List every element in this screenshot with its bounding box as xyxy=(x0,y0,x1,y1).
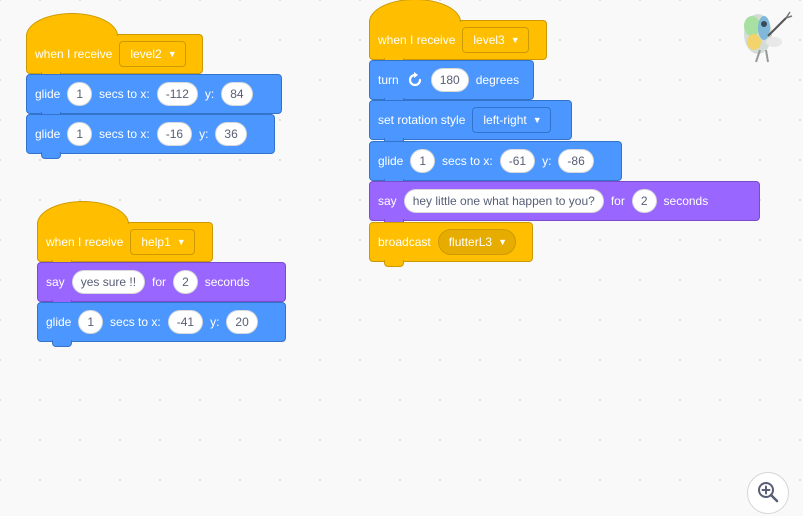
block-label: broadcast xyxy=(378,235,431,249)
when-i-receive-level3-block[interactable]: when I receive level3 ▼ xyxy=(369,0,547,65)
x-input[interactable]: -16 xyxy=(156,122,193,146)
degrees-input[interactable]: 180 xyxy=(430,68,469,92)
block-label: seconds xyxy=(663,194,709,208)
glide-block[interactable]: glide 1 secs to x: -16 y: 36 xyxy=(26,114,275,159)
when-i-receive-level2-block[interactable]: when I receive level2 ▼ xyxy=(26,13,203,79)
y-input[interactable]: -86 xyxy=(558,149,594,173)
set-rotation-style-block[interactable]: set rotation style left-right ▼ xyxy=(369,100,572,145)
glide-block[interactable]: glide 1 secs to x: -61 y: -86 xyxy=(369,141,622,186)
broadcast-block[interactable]: broadcast flutterL3 ▼ xyxy=(369,222,533,267)
message-dropdown[interactable]: help1 ▼ xyxy=(130,229,195,255)
chevron-down-icon: ▼ xyxy=(498,237,507,247)
say-for-secs-block[interactable]: say hey little one what happen to you? f… xyxy=(369,181,760,226)
block-label: say xyxy=(378,194,397,208)
x-input[interactable]: -41 xyxy=(167,310,204,334)
block-label: secs to x: xyxy=(99,127,150,141)
chevron-down-icon: ▼ xyxy=(167,49,177,59)
y-input[interactable]: 84 xyxy=(221,82,253,106)
block-label: for xyxy=(152,275,167,289)
hat-cap xyxy=(37,201,129,224)
message-input[interactable]: yes sure !! xyxy=(71,270,146,294)
hat-cap xyxy=(26,13,118,36)
block-notch xyxy=(41,152,61,159)
block-label: secs to x: xyxy=(442,154,493,168)
block-label: when I receive xyxy=(46,235,124,249)
glide-block[interactable]: glide 1 secs to x: -41 y: 20 xyxy=(37,302,286,347)
rotate-right-icon xyxy=(406,71,424,89)
dropdown-value: level2 xyxy=(130,47,162,61)
block-label: say xyxy=(46,275,65,289)
block-label: y: xyxy=(199,127,209,141)
block-label: secs to x: xyxy=(99,87,150,101)
block-label: degrees xyxy=(475,73,520,87)
chevron-down-icon: ▼ xyxy=(532,115,542,125)
block-label: y: xyxy=(542,154,552,168)
block-label: y: xyxy=(210,315,220,329)
block-label: when I receive xyxy=(378,33,456,47)
message-dropdown[interactable]: level2 ▼ xyxy=(119,41,186,67)
block-label: glide xyxy=(35,87,61,101)
when-i-receive-help1-block[interactable]: when I receive help1 ▼ xyxy=(37,201,213,267)
message-dropdown[interactable]: level3 ▼ xyxy=(462,27,529,53)
chevron-down-icon: ▼ xyxy=(176,237,186,247)
dropdown-value: left-right xyxy=(483,113,527,127)
chevron-down-icon: ▼ xyxy=(510,35,520,45)
secs-input[interactable]: 1 xyxy=(78,310,104,334)
block-label: glide xyxy=(378,154,404,168)
y-input[interactable]: 36 xyxy=(215,122,247,146)
say-for-secs-block[interactable]: say yes sure !! for 2 seconds xyxy=(37,262,286,307)
block-notch xyxy=(52,340,72,347)
block-label: set rotation style xyxy=(378,113,466,127)
block-label: secs to x: xyxy=(110,315,161,329)
block-notch xyxy=(384,260,404,267)
x-input[interactable]: -61 xyxy=(499,149,536,173)
block-label: glide xyxy=(46,315,72,329)
y-input[interactable]: 20 xyxy=(226,310,258,334)
zoom-in-icon xyxy=(756,480,780,507)
block-label: glide xyxy=(35,127,61,141)
secs-input[interactable]: 1 xyxy=(410,149,436,173)
broadcast-message-dropdown[interactable]: flutterL3 ▼ xyxy=(437,229,516,255)
dropdown-value: level3 xyxy=(473,33,505,47)
block-label: turn xyxy=(378,73,399,87)
secs-input[interactable]: 1 xyxy=(67,82,93,106)
butterfly-sprite-icon xyxy=(734,6,794,66)
zoom-in-button[interactable] xyxy=(747,472,789,514)
dropdown-value: help1 xyxy=(141,235,171,249)
secs-input[interactable]: 2 xyxy=(631,189,657,213)
glide-block[interactable]: glide 1 secs to x: -112 y: 84 xyxy=(26,74,282,119)
rotation-style-dropdown[interactable]: left-right ▼ xyxy=(472,107,551,133)
message-input[interactable]: hey little one what happen to you? xyxy=(403,189,604,213)
secs-input[interactable]: 2 xyxy=(173,270,198,294)
x-input[interactable]: -112 xyxy=(156,82,198,106)
turn-block[interactable]: turn 180 degrees xyxy=(369,60,534,105)
block-label: y: xyxy=(204,87,215,101)
secs-input[interactable]: 1 xyxy=(67,122,93,146)
hat-cap xyxy=(369,0,461,22)
block-label: when I receive xyxy=(35,47,113,61)
dropdown-value: flutterL3 xyxy=(448,235,493,249)
block-label: for xyxy=(610,194,625,208)
block-label: seconds xyxy=(204,275,250,289)
